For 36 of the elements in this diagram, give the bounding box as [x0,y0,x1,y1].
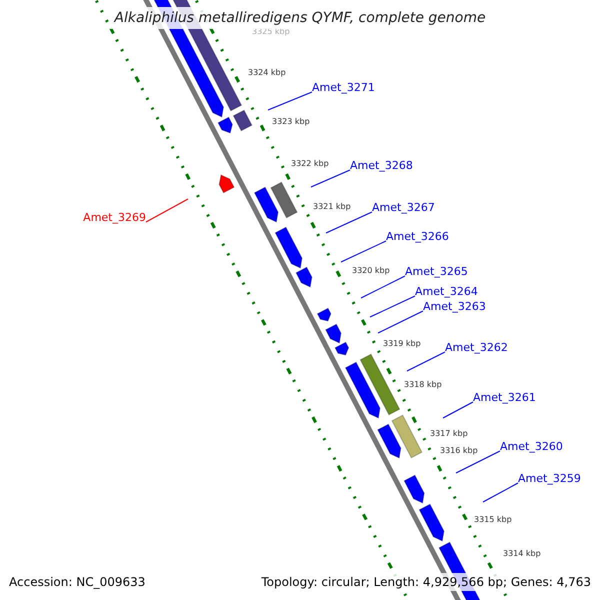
leader-line [456,450,500,474]
leader-line [482,482,518,502]
gene-label: Amet_3266 [386,230,449,244]
scale-label: 3322 kbp [291,159,329,169]
gene-label: Amet_3269 [83,211,146,225]
scale-label: 3315 kbp [474,515,512,525]
leader-line [340,240,386,262]
scale-label: 3323 kbp [272,117,310,127]
scale-label: 3324 kbp [248,68,286,78]
scale-label: 3321 kbp [313,202,351,212]
scale-label: 3318 kbp [404,380,442,390]
scale-label: 3319 kbp [383,339,421,349]
gene-label: Amet_3264 [415,285,478,299]
leader-line [326,212,372,234]
gene-label: Amet_3259 [518,472,581,486]
scale-label: 3317 kbp [430,429,468,439]
scale-label: 3325 kbp [252,27,290,37]
gene-label: Amet_3261 [473,391,536,405]
leader-line [360,276,406,298]
leader-line [268,92,312,110]
leader-line [442,402,474,418]
scale-label: 3314 kbp [503,549,541,559]
gene-label: Amet_3262 [445,341,508,355]
gene-label: Amet_3268 [350,159,413,173]
leader-line [406,352,446,372]
scale-label: 3320 kbp [352,266,390,276]
leader-line [146,198,188,222]
gene-label: Amet_3260 [500,440,563,454]
scale-label: 3316 kbp [440,446,478,456]
gene-label: Amet_3265 [405,265,468,279]
leader-line [378,310,424,334]
leader-line [310,170,350,188]
gene-label: Amet_3267 [372,201,435,215]
gene-label: Amet_3271 [312,81,375,95]
gene-label: Amet_3263 [423,300,486,314]
leader-line [370,296,416,318]
